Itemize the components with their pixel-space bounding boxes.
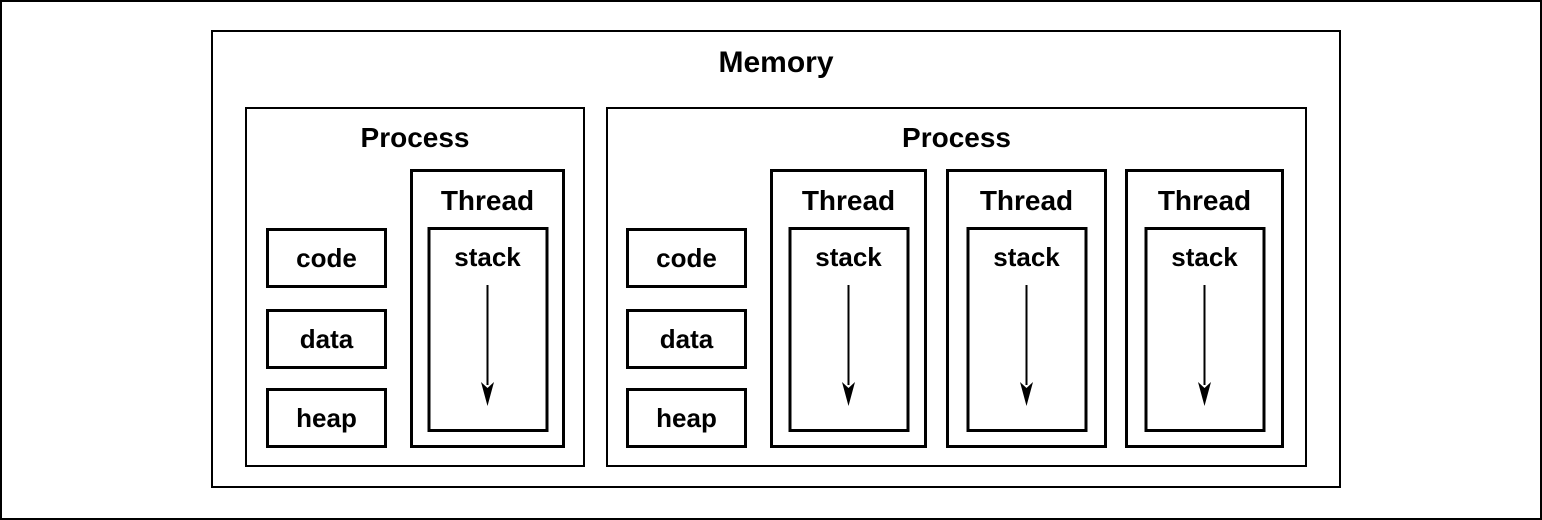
down-arrow-icon [1020, 285, 1033, 406]
region-label: data [299, 323, 354, 354]
memory-region-heap-box: heap [266, 388, 387, 448]
thread-title: Thread [801, 185, 896, 216]
stack-label: stack [454, 242, 521, 272]
down-arrow-icon [842, 285, 855, 406]
stack-box: stack [966, 227, 1087, 432]
stack-label: stack [815, 242, 882, 272]
thread-title: Thread [1157, 185, 1252, 216]
thread-box: Thread stack [770, 169, 927, 448]
process-box: Process code data heap Thread stack [245, 107, 585, 467]
thread-title: Thread [979, 185, 1074, 216]
thread-box: Thread stack [946, 169, 1107, 448]
stack-box: stack [1144, 227, 1265, 432]
process-title: Process [902, 122, 1011, 153]
memory-region-data-box: data [626, 309, 747, 369]
region-label: heap [296, 402, 357, 433]
stack-label: stack [993, 242, 1060, 272]
stack-label: stack [1171, 242, 1238, 272]
thread-title: Thread [440, 185, 535, 216]
thread-box: Thread stack [410, 169, 565, 448]
memory-region-data-box: data [266, 309, 387, 369]
region-label: code [296, 242, 357, 273]
process-box: Process code data heap Thread stack [606, 107, 1307, 467]
memory-box: Memory Process code data heap Thread sta… [211, 30, 1341, 488]
stack-box: stack [427, 227, 548, 432]
process-title: Process [360, 122, 470, 153]
region-label: data [659, 323, 714, 354]
stack-box: stack [788, 227, 909, 432]
memory-region-code-box: code [626, 228, 747, 288]
thread-box: Thread stack [1125, 169, 1284, 448]
region-label: heap [656, 402, 717, 433]
memory-region-code-box: code [266, 228, 387, 288]
down-arrow-icon [481, 285, 494, 406]
memory-title: Memory [718, 46, 834, 79]
memory-region-heap-box: heap [626, 388, 747, 448]
down-arrow-icon [1198, 285, 1211, 406]
region-label: code [656, 242, 717, 273]
